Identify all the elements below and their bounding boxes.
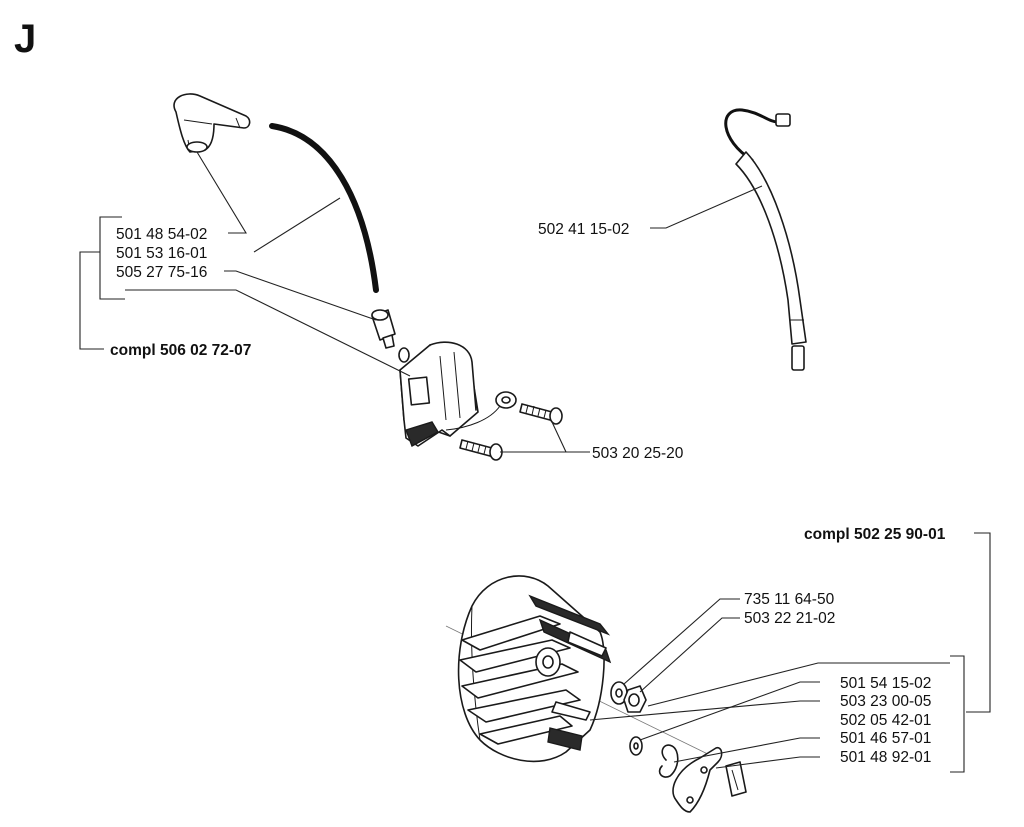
leader-501-54-15-02: [647, 662, 950, 707]
leader-501-53-16-01: [253, 197, 341, 253]
ignition-lead-wire: [269, 123, 379, 293]
leader-501-46-57-01: [673, 737, 820, 763]
label-501-46-57-01: 501 46 57-01: [840, 730, 931, 747]
label-501-48-54-02: 501 48 54-02: [116, 226, 207, 243]
leader-502-05-42-01: [589, 700, 820, 721]
compl-outer-bracket: [79, 251, 104, 350]
leader-503-23-00-05: [639, 681, 820, 741]
label-503-22-21-02: 503 22 21-02: [744, 610, 835, 627]
label-501-48-92-01: 501 48 92-01: [840, 749, 931, 766]
leader-501-48-54-02: [196, 151, 247, 234]
leader-735-11-64-50: [623, 598, 740, 685]
leader-503-20-25-20: [500, 421, 590, 453]
label-505-27-75-16: 505 27 75-16: [116, 264, 207, 281]
terminal-contact: [371, 309, 396, 349]
leader-505-27-75-16: [224, 270, 377, 321]
ignition-module: [398, 341, 479, 447]
leader-502-41-15-02: [650, 185, 763, 229]
pawl: [672, 746, 723, 813]
leader-503-22-21-02: [639, 617, 740, 693]
label-compl-506-02-72-07: compl 506 02 72-07: [110, 342, 251, 359]
label-501-53-16-01: 501 53 16-01: [116, 245, 207, 262]
clip: [725, 761, 747, 797]
compl-flywheel-bracket: [966, 532, 991, 713]
leader-501-48-92-01: [715, 756, 820, 769]
label-503-23-00-05: 503 23 00-05: [840, 693, 931, 710]
label-502-05-42-01: 502 05 42-01: [840, 712, 931, 729]
flat-washer: [629, 736, 643, 756]
label-735-11-64-50: 735 11 64-50: [744, 591, 835, 608]
flywheel-parts-bracket: [950, 655, 965, 773]
compl-group-bracket: [99, 216, 125, 300]
screw-upper: [519, 403, 563, 425]
label-502-41-15-02: 502 41 15-02: [538, 221, 629, 238]
leader-module: [125, 289, 411, 377]
label-501-54-15-02: 501 54 15-02: [840, 675, 931, 692]
washer: [610, 681, 628, 705]
label-503-20-25-20: 503 20 25-20: [592, 445, 684, 462]
ground-wire-ring-terminal: [445, 391, 517, 431]
nut: [623, 685, 647, 713]
section-letter: J: [14, 17, 36, 61]
spring: [658, 744, 679, 778]
short-circuit-cable: [724, 108, 807, 371]
label-compl-502-25-90-01: compl 502 25 90-01: [804, 526, 946, 543]
spark-plug-cap: [173, 93, 251, 153]
flywheel: [457, 575, 612, 763]
screw-lower: [459, 439, 503, 461]
flywheel-hub: [535, 631, 607, 721]
